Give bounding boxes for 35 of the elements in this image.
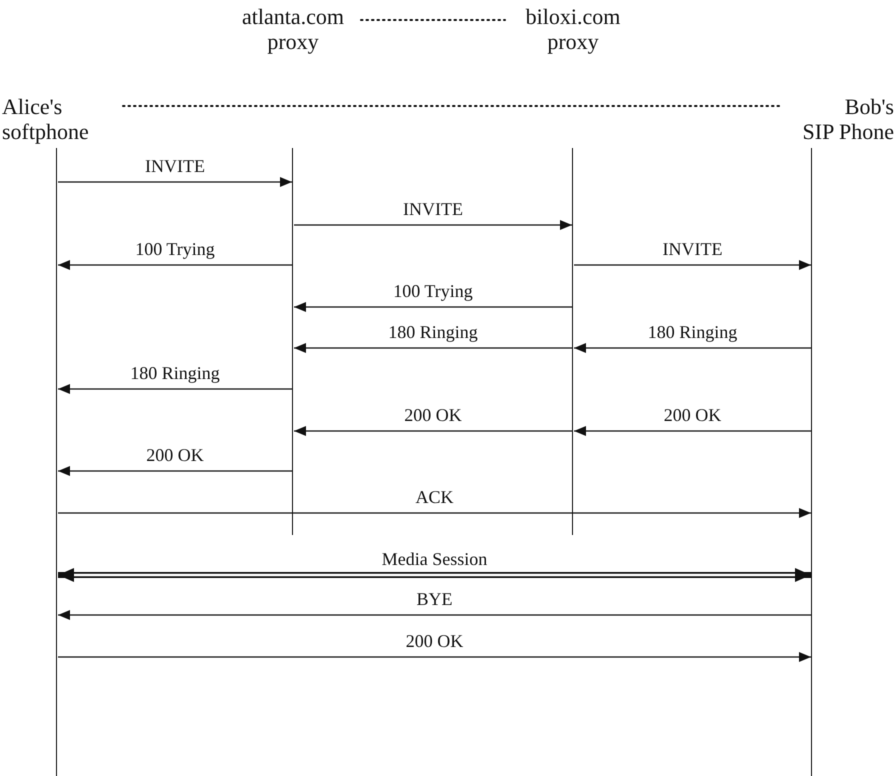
message-label: 200 OK: [406, 631, 464, 651]
message-label: ACK: [416, 487, 454, 507]
message-label: 100 Trying: [393, 281, 473, 301]
message-label: 180 Ringing: [388, 322, 478, 342]
participant-label: atlanta.com proxy: [240, 4, 345, 54]
message-arrow: [294, 302, 572, 312]
dotted-line: [360, 19, 506, 21]
message-label: INVITE: [145, 156, 205, 176]
message-arrow: [574, 426, 811, 436]
message-label: 200 OK: [146, 445, 204, 465]
message-label: 180 Ringing: [648, 322, 738, 342]
participant-label: Bob's SIP Phone: [802, 94, 894, 144]
participant-label: Alice's softphone: [2, 94, 90, 144]
message-label: 200 OK: [664, 405, 722, 425]
message-arrow: [574, 260, 811, 270]
message-label: INVITE: [662, 239, 722, 259]
message-arrow: [58, 384, 292, 394]
message-label: Media Session: [382, 549, 488, 569]
message-label: 180 Ringing: [130, 363, 220, 383]
message-arrow: [58, 466, 292, 476]
message-label: INVITE: [403, 199, 463, 219]
message-arrow: [294, 220, 572, 230]
message-arrow: [294, 343, 572, 353]
message-label: 100 Trying: [135, 239, 215, 259]
message-arrow: [58, 508, 811, 518]
message-arrow: [574, 343, 811, 353]
message-arrow: [58, 260, 292, 270]
message-label: 200 OK: [404, 405, 462, 425]
message-label: BYE: [416, 589, 452, 609]
double-arrow: [58, 568, 811, 582]
message-arrow: [58, 177, 292, 187]
participant-label: biloxi.com proxy: [524, 4, 622, 54]
message-arrow: [294, 426, 572, 436]
message-arrow: [58, 610, 811, 620]
message-arrow: [58, 652, 811, 662]
